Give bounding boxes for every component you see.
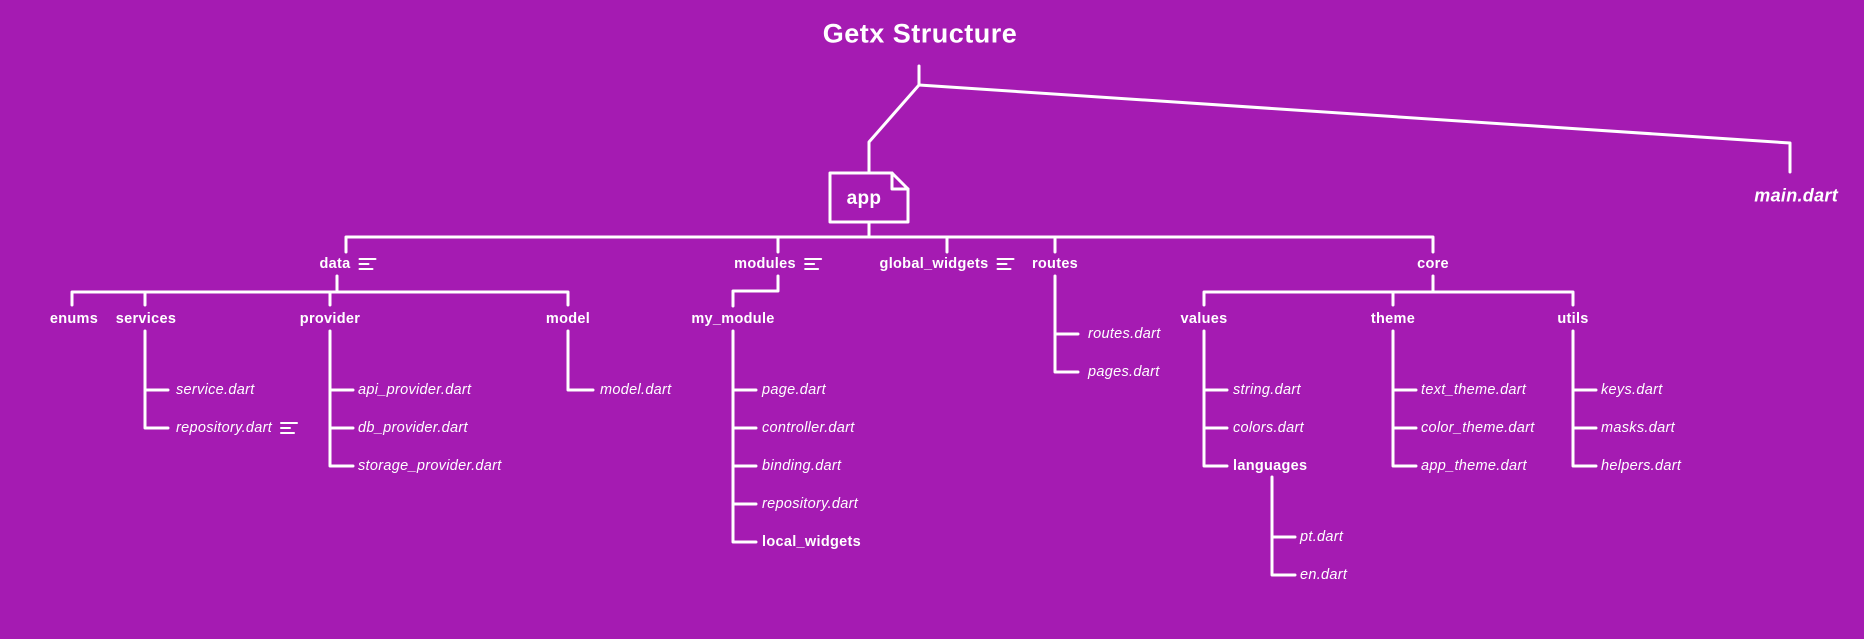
node-storage-provider-dart: storage_provider.dart [358,458,502,474]
node-service-dart: service.dart [176,382,255,398]
node-model-dart: model.dart [600,382,672,398]
node-languages: languages [1233,458,1308,474]
node-core: core [1417,256,1449,272]
connector-model-spine [566,329,595,392]
connector-title-to-main [917,83,1792,174]
connector-services-spine [143,329,170,430]
node-binding-dart: binding.dart [762,458,842,474]
node-model: model [545,311,591,327]
connector-mymodule-spine [731,329,758,544]
node-pages-dart: pages.dart [1088,364,1160,380]
node-colors-dart: colors.dart [1233,420,1304,436]
node-pt-dart: pt.dart [1300,529,1344,545]
node-data: data [319,256,377,272]
node-en-dart: en.dart [1300,567,1348,583]
node-modules-label: modules [734,256,796,272]
diagram-title: Getx Structure [822,18,1018,49]
list-icon [996,257,1015,271]
node-controller-dart: controller.dart [762,420,855,436]
connector-modules-elbow [731,274,780,308]
list-icon [803,257,822,271]
connector-provider-spine [328,329,355,468]
node-global-widgets-label: global_widgets [879,256,989,272]
node-api-provider-dart: api_provider.dart [358,382,472,398]
node-app: app [846,188,882,209]
node-db-provider-dart: db_provider.dart [358,420,468,436]
app-file-shape [828,171,910,224]
node-provider: provider [299,311,361,327]
node-app-theme-dart: app_theme.dart [1421,458,1527,474]
node-enums: enums [49,311,99,327]
connector-title-to-app [867,83,921,175]
connector-core-rail [1202,290,1575,307]
node-repository-dart-services: repository.dart [176,420,299,436]
node-theme: theme [1370,311,1416,327]
node-main-dart: main.dart [1754,185,1838,206]
node-repository-dart-mymodule: repository.dart [762,496,859,512]
connector-level1-rail [344,235,1435,254]
node-masks-dart: masks.dart [1601,420,1675,436]
node-helpers-dart: helpers.dart [1601,458,1682,474]
node-routes-dart: routes.dart [1088,326,1161,342]
list-icon [280,421,299,435]
connector-values-spine [1202,329,1229,468]
node-page-dart: page.dart [762,382,826,398]
node-modules: modules [734,256,822,272]
node-services: services [115,311,177,327]
node-utils: utils [1557,311,1589,327]
list-icon [358,257,377,271]
connector-theme-spine [1391,329,1418,468]
node-repository-dart-label: repository.dart [176,420,273,436]
connector-data-rail [70,290,570,307]
connector-utils-spine [1571,329,1598,468]
app-file-fold [890,171,910,191]
connector-routes-spine [1053,274,1080,374]
node-text-theme-dart: text_theme.dart [1421,382,1527,398]
node-color-theme-dart: color_theme.dart [1421,420,1535,436]
node-local-widgets: local_widgets [762,534,861,550]
node-data-label: data [319,256,351,272]
node-keys-dart: keys.dart [1601,382,1663,398]
node-routes: routes [1031,256,1079,272]
connector-languages-spine [1270,475,1297,577]
node-string-dart: string.dart [1233,382,1301,398]
node-values: values [1180,311,1228,327]
node-my-module: my_module [691,311,775,327]
node-global-widgets: global_widgets [880,256,1015,272]
